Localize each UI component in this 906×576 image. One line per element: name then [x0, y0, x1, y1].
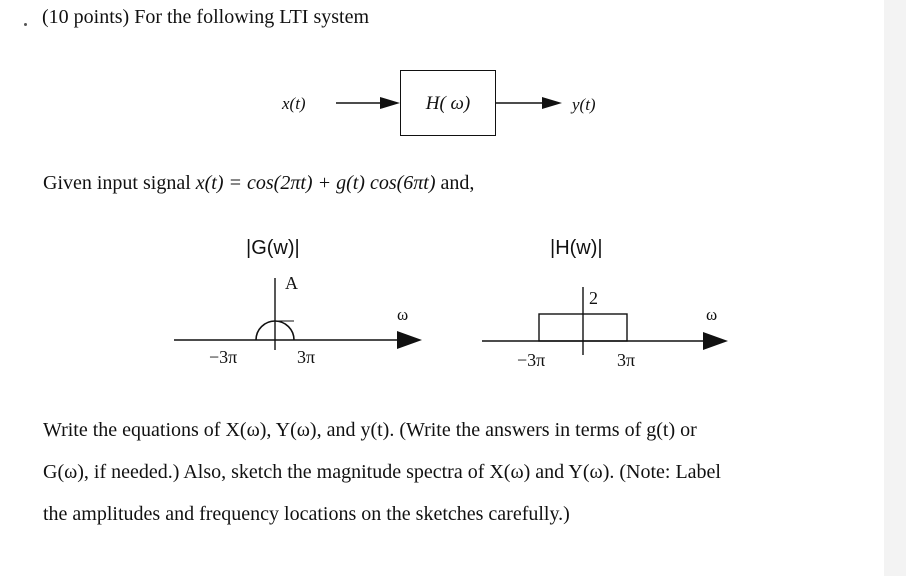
given-input-line: Given input signal x(t) = cos(2πt) + g(t…	[43, 172, 474, 195]
instruction-line-3: the amplitudes and frequency locations o…	[43, 503, 570, 525]
output-signal-label: y(t)	[572, 95, 596, 114]
instruction-line-1: Write the equations of X(ω), Y(ω), and y…	[43, 419, 697, 441]
h-omega-label: ω	[706, 305, 718, 324]
input-signal-label: x(t)	[282, 94, 306, 113]
g-omega-label: ω	[397, 305, 409, 324]
system-block: H( ω)	[400, 70, 496, 136]
g-plot-title: |G(w)|	[246, 237, 300, 259]
h-plot-title: |H(w)|	[550, 237, 603, 259]
given-suffix: and,	[435, 172, 475, 194]
h-left-tick-label: −3π	[517, 350, 546, 370]
page-edge-strip	[884, 0, 906, 576]
input-arrow	[336, 97, 400, 109]
bullet-dot	[24, 23, 27, 26]
h-axis-arrowhead	[703, 332, 728, 350]
g-peak-label: A	[285, 273, 298, 293]
h-peak-label: 2	[589, 288, 598, 308]
problem-heading: (10 points) For the following LTI system	[42, 6, 370, 28]
h-right-tick-label: 3π	[617, 350, 636, 370]
g-left-tick-label: −3π	[209, 347, 238, 367]
h-spectrum-plot	[482, 287, 728, 355]
instruction-line-2: G(ω), if needed.) Also, sketch the magni…	[43, 461, 721, 483]
input-equation: x(t) = cos(2πt) + g(t) cos(6πt)	[195, 172, 436, 194]
g-right-tick-label: 3π	[297, 347, 316, 367]
system-block-label: H( ω)	[425, 93, 471, 114]
output-arrow	[496, 97, 562, 109]
given-prefix: Given input signal	[43, 172, 196, 194]
g-spectrum-plot	[174, 278, 422, 350]
g-axis-arrowhead	[397, 331, 422, 349]
